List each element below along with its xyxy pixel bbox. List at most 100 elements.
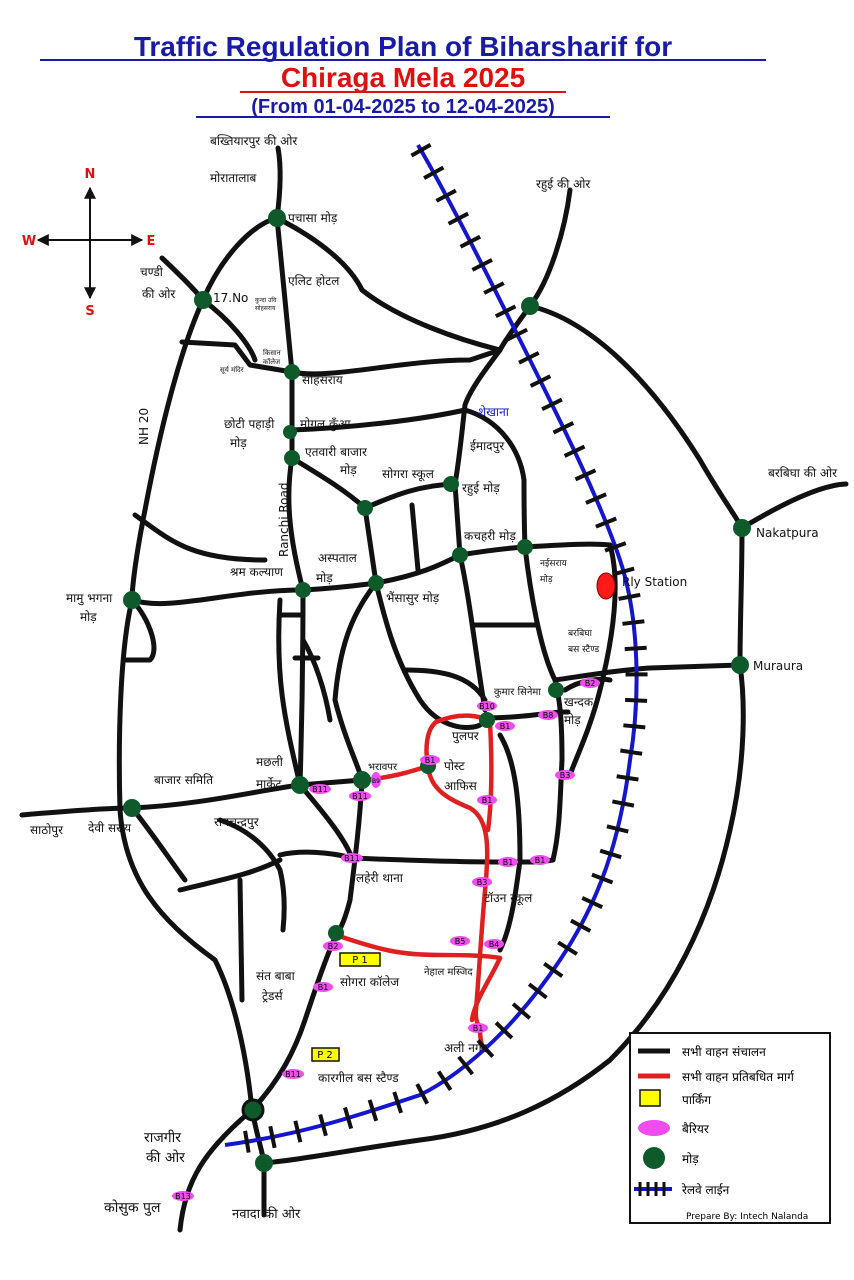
credit: Prepare By: Intech Nalanda	[686, 1212, 808, 1222]
railway-tie	[541, 397, 563, 412]
barrier-b10[interactable]: B10	[477, 701, 497, 711]
junction-aspatal[interactable]	[295, 582, 311, 598]
railway-tie	[569, 918, 592, 933]
parking-p1[interactable]: P 1	[339, 952, 381, 967]
junction-sogra-school[interactable]	[357, 500, 373, 516]
junction-machhli[interactable]	[291, 776, 309, 794]
railway-line	[224, 142, 648, 1153]
junction-mogal-kuan[interactable]	[283, 425, 297, 439]
junction-devi-sarai[interactable]	[123, 799, 141, 817]
junction-sogra-college[interactable]	[328, 925, 344, 941]
junction-nawada[interactable]	[255, 1154, 273, 1172]
label-sant-2: ट्रेडर्स	[262, 989, 284, 1003]
railway-tie	[392, 1091, 404, 1114]
svg-text:B2: B2	[328, 942, 339, 951]
railway-tie	[511, 1002, 532, 1020]
barrier-b11-bharav[interactable]: B11	[349, 791, 371, 801]
junction-rajgir[interactable]	[241, 1098, 265, 1122]
barrier-b1-post[interactable]: B1	[420, 755, 440, 765]
compass: N S E W	[22, 167, 156, 319]
barrier-b1-sant[interactable]: B1	[313, 982, 333, 992]
railway-tie	[625, 697, 648, 703]
label-sathopur: साठोपुर	[30, 823, 64, 838]
label-kosuk: कोसुक पुल	[104, 1199, 161, 1216]
junction-rahui-mod[interactable]	[443, 476, 459, 492]
junction-khandak[interactable]	[548, 682, 564, 698]
label-shram: श्रम कल्याण	[230, 565, 283, 579]
barrier-b11-kargil[interactable]: B11	[282, 1069, 304, 1079]
label-chandi-1: चण्डी	[140, 265, 164, 279]
label-nakatpura: Nakatpura	[756, 526, 819, 540]
junction-pulpar[interactable]	[479, 712, 495, 728]
label-aspatal-2: मोड़	[316, 571, 333, 585]
barrier-b11-machhli[interactable]: B11	[309, 784, 331, 794]
railway-tie	[494, 1021, 514, 1040]
barrier-b1-ali[interactable]: B1	[468, 1023, 488, 1033]
label-pachasa: पचासा मोड़	[288, 211, 338, 225]
railway-tie	[604, 541, 627, 553]
parking-p2[interactable]: P 2	[311, 1047, 340, 1062]
legend-restricted: सभी वाहन प्रतिबधित मार्ग	[682, 1070, 795, 1084]
junction-17no[interactable]	[194, 291, 212, 309]
label-kargil: कारगील बस स्टैण्ड	[318, 1071, 399, 1085]
junction-muraura[interactable]	[731, 656, 749, 674]
label-bharav: भरावपर	[368, 762, 398, 773]
railway-tie	[552, 421, 575, 435]
barrier-b11-lahari[interactable]: B11	[341, 853, 363, 863]
junction-kachahari[interactable]	[452, 547, 468, 563]
junction-etwari[interactable]	[284, 450, 300, 466]
svg-text:B1: B1	[425, 756, 436, 765]
barrier-b8[interactable]: B8	[538, 710, 558, 720]
railway-tie	[494, 304, 517, 319]
label-khandak-2: मोड़	[564, 713, 581, 727]
barrier-b3-town[interactable]: B3	[472, 877, 492, 887]
svg-text:P 1: P 1	[352, 955, 368, 966]
svg-text:B3: B3	[560, 771, 571, 780]
junctions	[123, 209, 751, 1172]
railway-tie	[293, 1120, 303, 1143]
junction-rahui-north[interactable]	[521, 297, 539, 315]
junction-sohsarai[interactable]	[284, 364, 300, 380]
railway-tie	[612, 566, 635, 577]
junction-bharavpar[interactable]	[353, 771, 371, 789]
barrier-b3-east[interactable]: B3	[555, 770, 575, 780]
railway-tie	[563, 444, 586, 458]
railway-station-marker[interactable]	[596, 572, 616, 600]
title-line3: (From 01-04-2025 to 12-04-2025)	[251, 96, 554, 118]
label-chandi-2: की ओर	[142, 287, 176, 301]
title-block: Traffic Regulation Plan of Biharsharif f…	[40, 31, 766, 118]
junction-naisarai[interactable]	[517, 539, 533, 555]
railway-tie	[527, 982, 548, 1000]
barrier-b2-khandak[interactable]: B2	[580, 678, 600, 688]
legend-parking: पार्किंग	[682, 1093, 711, 1107]
label-barbigha-ki-or: बरबिघा की ओर	[768, 466, 838, 480]
railway-tie	[606, 824, 629, 834]
barrier-b2-sogra[interactable]: B2	[323, 941, 343, 951]
barrier-b1-lahari-a[interactable]: B1	[498, 857, 518, 867]
barrier-b13[interactable]: B13	[172, 1191, 194, 1201]
junction-nakatpura[interactable]	[733, 519, 751, 537]
junction-bhainsasur[interactable]	[368, 575, 384, 591]
svg-text:B3: B3	[477, 878, 488, 887]
railway-tie	[459, 234, 482, 249]
barrier-b5[interactable]: B5	[450, 936, 470, 946]
barrier-b1-pulpar[interactable]: B1	[495, 721, 515, 731]
railway-tie	[623, 723, 646, 730]
barrier-b1-red[interactable]: B1	[477, 795, 497, 805]
barrier-b9[interactable]: B9	[371, 772, 381, 788]
label-post-2: आफिस	[444, 779, 478, 793]
barrier-b1-lahari-b[interactable]: B1	[530, 855, 550, 865]
junction-mamu-bhagna[interactable]	[123, 591, 141, 609]
barrier-b4[interactable]: B4	[484, 939, 504, 949]
railway-tie	[243, 1130, 251, 1153]
railway-tie	[367, 1099, 379, 1122]
railway-tie	[410, 142, 432, 158]
railway-tie	[595, 516, 618, 529]
junction-pachasa[interactable]	[268, 209, 286, 227]
legend-all-vehicles: सभी वाहन संचालन	[682, 1045, 766, 1059]
label-chhoti-1: छोटी पहाड़ी	[224, 417, 275, 431]
compass-s: S	[85, 304, 94, 319]
barriers: B2 B10 B1 B8 B3 B1 B9 B11 B11 B1 B11 B1 …	[172, 678, 600, 1201]
label-sogra-school: सोगरा स्कूल	[382, 467, 435, 482]
label-sogra-college: सोगरा कॉलेज	[340, 975, 400, 989]
